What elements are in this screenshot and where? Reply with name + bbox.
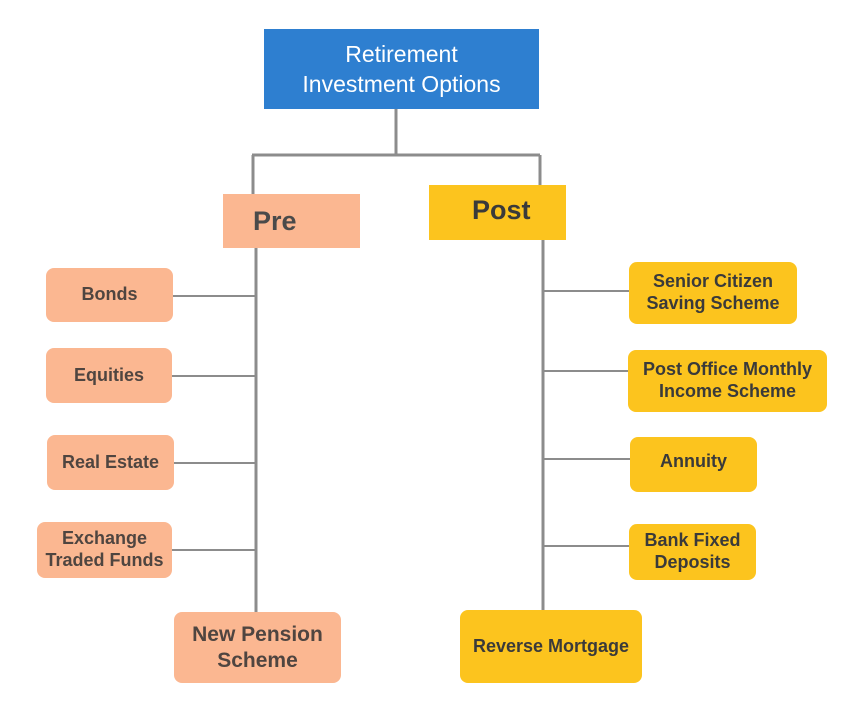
pre-category-node: Pre [223,194,360,248]
pre-item-bonds: Bonds [46,268,173,322]
pre-item-etf: Exchange Traded Funds [37,522,172,578]
root-node: Retirement Investment Options [264,29,539,109]
post-item-senior-citizen: Senior Citizen Saving Scheme [629,262,797,324]
pre-item-equities: Equities [46,348,172,403]
post-item-post-office-monthly: Post Office Monthly Income Scheme [628,350,827,412]
pre-item-real-estate: Real Estate [47,435,174,490]
post-item-bank-fixed-deposits: Bank Fixed Deposits [629,524,756,580]
pre-item-new-pension-scheme: New Pension Scheme [174,612,341,683]
post-item-reverse-mortgage: Reverse Mortgage [460,610,642,683]
post-category-node: Post [429,185,566,240]
post-item-annuity: Annuity [630,437,757,492]
